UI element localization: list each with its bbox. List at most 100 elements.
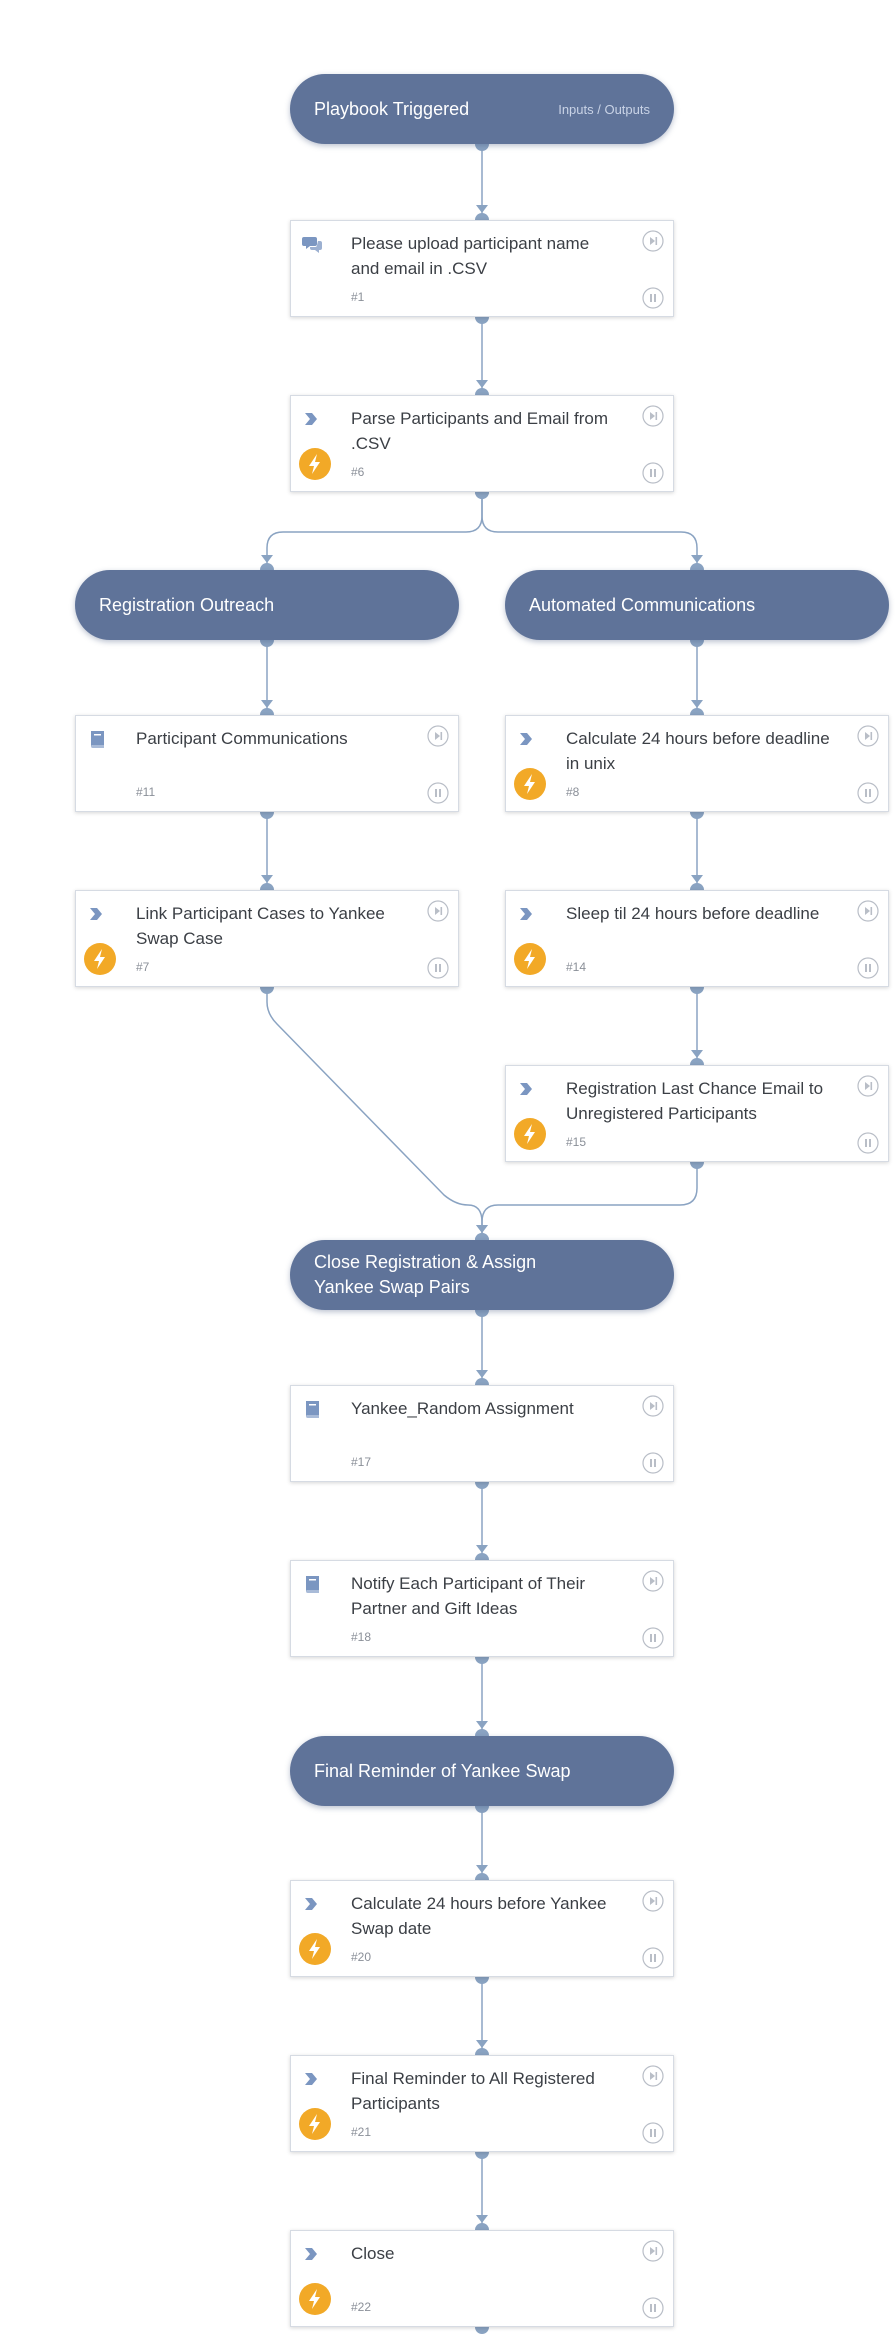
chevron-right-icon xyxy=(86,903,108,925)
task-name: Calculate 24 hours before deadline in un… xyxy=(566,729,830,773)
pause-icon[interactable] xyxy=(642,1627,664,1649)
connector-arrow xyxy=(261,700,273,708)
chevron-right-icon xyxy=(301,2243,323,2265)
pause-icon[interactable] xyxy=(642,1452,664,1474)
book-icon xyxy=(301,1573,323,1595)
lightning-bolt-icon xyxy=(299,2283,331,2315)
chat-bubbles-icon xyxy=(301,233,323,255)
pause-icon[interactable] xyxy=(857,957,879,979)
section-close-registration[interactable]: Close Registration & Assign Yankee Swap … xyxy=(290,1240,674,1310)
task-name: Link Participant Cases to Yankee Swap Ca… xyxy=(136,904,385,948)
pause-icon[interactable] xyxy=(642,287,664,309)
task-number: #22 xyxy=(351,2300,372,2314)
pause-icon[interactable] xyxy=(642,1947,664,1969)
task-name: Notify Each Participant of Their Partner… xyxy=(351,1574,586,1618)
pause-icon[interactable] xyxy=(642,2297,664,2319)
skip-icon[interactable] xyxy=(642,405,664,427)
section-title: Automated Communications xyxy=(529,594,756,615)
task-card-22[interactable]: Close #22 xyxy=(290,2230,674,2327)
pause-icon[interactable] xyxy=(427,957,449,979)
task-number: #15 xyxy=(566,1135,587,1149)
trigger-title: Playbook Triggered xyxy=(314,98,470,119)
chevron-right-icon xyxy=(516,1078,538,1100)
lightning-bolt-icon xyxy=(514,943,546,975)
lightning-bolt-icon xyxy=(299,2108,331,2140)
connector-line xyxy=(266,492,483,570)
section-registration-outreach[interactable]: Registration Outreach xyxy=(75,570,459,640)
connector-line xyxy=(481,1162,698,1240)
connector-arrow xyxy=(476,1225,488,1233)
skip-icon[interactable] xyxy=(427,900,449,922)
task-card-17[interactable]: Yankee_Random Assignment #17 xyxy=(290,1385,674,1482)
connector-line xyxy=(481,492,698,570)
connector-arrow xyxy=(476,2040,488,2048)
connector-arrow xyxy=(691,1050,703,1058)
task-card-7[interactable]: Link Participant Cases to Yankee Swap Ca… xyxy=(75,890,459,987)
section-automated-communications[interactable]: Automated Communications xyxy=(505,570,889,640)
lightning-bolt-icon xyxy=(514,768,546,800)
lightning-bolt-icon xyxy=(299,1933,331,1965)
task-card-15[interactable]: Registration Last Chance Email to Unregi… xyxy=(505,1065,889,1162)
pause-icon[interactable] xyxy=(427,782,449,804)
skip-icon[interactable] xyxy=(642,1570,664,1592)
connector-arrow xyxy=(476,1865,488,1873)
inputs-outputs-link[interactable]: Inputs / Outputs xyxy=(558,101,650,117)
section-title: Close Registration & Assign Yankee Swap … xyxy=(314,1252,537,1297)
task-number: #11 xyxy=(136,785,156,799)
task-number: #17 xyxy=(351,1455,372,1469)
task-number: #20 xyxy=(351,1950,372,1964)
skip-icon[interactable] xyxy=(642,2240,664,2262)
task-card-18[interactable]: Notify Each Participant of Their Partner… xyxy=(290,1560,674,1657)
pause-icon[interactable] xyxy=(857,782,879,804)
task-number: #14 xyxy=(566,960,587,974)
skip-icon[interactable] xyxy=(427,725,449,747)
task-number: #8 xyxy=(566,785,580,799)
task-name: Sleep til 24 hours before deadline xyxy=(566,904,820,923)
chevron-right-icon xyxy=(301,408,323,430)
task-card-14[interactable]: Sleep til 24 hours before deadline #14 xyxy=(505,890,889,987)
task-name: Participant Communications xyxy=(136,729,348,748)
skip-icon[interactable] xyxy=(642,230,664,252)
connector-arrow xyxy=(476,205,488,213)
chevron-right-icon xyxy=(516,728,538,750)
connector-arrow xyxy=(476,380,488,388)
task-name: Parse Participants and Email from .CSV xyxy=(351,409,608,453)
task-name: Please upload participant name and email… xyxy=(351,234,590,278)
section-title: Registration Outreach xyxy=(99,594,275,615)
connector-arrow xyxy=(476,1545,488,1553)
task-number: #18 xyxy=(351,1630,372,1644)
task-number: #6 xyxy=(351,465,365,479)
book-icon xyxy=(86,728,108,750)
chevron-right-icon xyxy=(301,2068,323,2090)
task-card-8[interactable]: Calculate 24 hours before deadline in un… xyxy=(505,715,889,812)
task-number: #7 xyxy=(136,960,150,974)
task-card-6[interactable]: Parse Participants and Email from .CSV #… xyxy=(290,395,674,492)
task-name: Calculate 24 hours before Yankee Swap da… xyxy=(351,1894,607,1938)
task-card-11[interactable]: Participant Communications #11 xyxy=(75,715,459,812)
pause-icon[interactable] xyxy=(642,462,664,484)
skip-icon[interactable] xyxy=(857,1075,879,1097)
connector-arrow xyxy=(476,1721,488,1729)
task-card-20[interactable]: Calculate 24 hours before Yankee Swap da… xyxy=(290,1880,674,1977)
section-title: Final Reminder of Yankee Swap xyxy=(314,1760,571,1781)
connector-arrow xyxy=(476,1370,488,1378)
skip-icon[interactable] xyxy=(642,1890,664,1912)
pause-icon[interactable] xyxy=(857,1132,879,1154)
skip-icon[interactable] xyxy=(857,725,879,747)
pause-icon[interactable] xyxy=(642,2122,664,2144)
connector-arrow xyxy=(261,555,273,563)
connector-arrow xyxy=(691,700,703,708)
connector-arrow xyxy=(261,875,273,883)
connector-arrow xyxy=(691,875,703,883)
skip-icon[interactable] xyxy=(857,900,879,922)
section-final-reminder[interactable]: Final Reminder of Yankee Swap xyxy=(290,1736,674,1806)
chevron-right-icon xyxy=(516,903,538,925)
task-name: Yankee_Random Assignment xyxy=(351,1399,574,1418)
task-card-1[interactable]: Please upload participant name and email… xyxy=(290,220,674,317)
skip-icon[interactable] xyxy=(642,1395,664,1417)
task-name: Final Reminder to All Registered Partici… xyxy=(351,2069,595,2113)
connector-line xyxy=(266,987,483,1240)
playbook-triggered-node[interactable]: Playbook Triggered Inputs / Outputs xyxy=(290,74,674,144)
task-card-21[interactable]: Final Reminder to All Registered Partici… xyxy=(290,2055,674,2152)
skip-icon[interactable] xyxy=(642,2065,664,2087)
